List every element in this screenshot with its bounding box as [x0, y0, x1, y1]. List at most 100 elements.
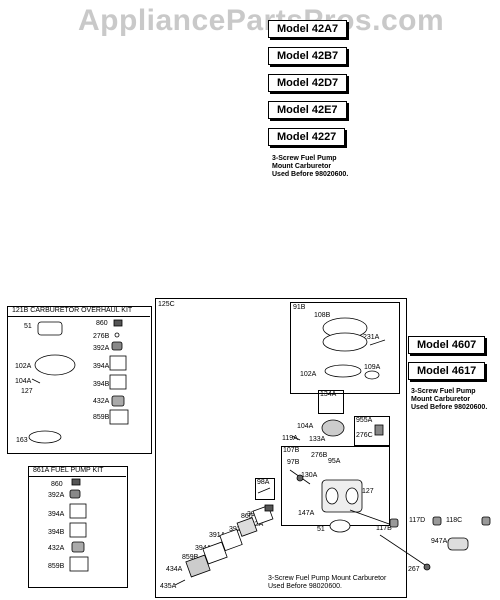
gasket-part — [324, 364, 362, 378]
part-label: 276B — [311, 452, 328, 459]
part-label: 130A — [301, 472, 318, 479]
pump-plate-part — [236, 517, 258, 537]
fitting-part — [432, 516, 442, 526]
screw-part — [174, 579, 186, 586]
part-label: 267 — [408, 566, 420, 573]
part-label: 860 — [51, 481, 63, 488]
part-label: 118C — [446, 517, 463, 524]
diaphragm-part — [109, 355, 127, 371]
part-label: 392A — [48, 492, 65, 499]
plate-part — [364, 370, 380, 380]
diaphragm-part — [109, 374, 127, 390]
part-label: 394A — [48, 511, 65, 518]
part-label: 163 — [16, 437, 28, 444]
spring-part — [264, 504, 274, 512]
main-assembly — [155, 298, 407, 598]
part-label: 91B — [293, 304, 306, 311]
cover-part — [69, 556, 89, 572]
subassembly-98a — [255, 478, 275, 500]
spring-part — [69, 489, 81, 499]
pump-plate-part — [202, 541, 228, 565]
subassembly-955a — [354, 416, 390, 446]
part-label: 97B — [287, 459, 300, 466]
part-label: 947A — [431, 538, 448, 545]
gasket-part — [28, 430, 62, 444]
diaphragm-part — [69, 522, 87, 538]
kit-title-bar — [28, 466, 126, 477]
part-label: 432A — [48, 545, 65, 552]
part-label: 147A — [298, 510, 315, 517]
kit-title: 861A FUEL PUMP KIT — [33, 467, 104, 474]
kit-title-bar — [7, 306, 150, 317]
line-part — [379, 534, 426, 566]
part-label: 391A — [209, 532, 226, 539]
spring-part — [113, 319, 123, 327]
part-label: 434A — [166, 566, 183, 573]
part-label: 394B — [48, 529, 65, 536]
spring-part — [111, 341, 123, 351]
part-label: 119A — [282, 435, 298, 442]
part-label: 109A — [364, 364, 381, 371]
screw-part — [291, 435, 301, 441]
model-label: Model 42A7 — [268, 20, 348, 38]
screw-part — [369, 339, 386, 346]
subassembly-91b — [290, 302, 400, 394]
spring-part — [111, 395, 125, 407]
fuel-pump-kit — [28, 466, 128, 588]
model-label: Model 42D7 — [268, 74, 348, 92]
part-label: 102A — [15, 363, 32, 370]
part-label: 51 — [24, 323, 32, 330]
part-label: 276B — [93, 333, 110, 340]
plug-part — [374, 424, 384, 436]
fuel-bowl-part — [322, 332, 368, 352]
part-label: 394B — [93, 381, 110, 388]
model-label: Model 4227 — [268, 128, 346, 146]
kit-title: 121B CARBURETOR OVERHAUL KIT — [12, 307, 133, 314]
part-label: 127 — [21, 388, 33, 395]
diaphragm-part — [34, 354, 76, 376]
screw-part — [257, 487, 271, 494]
oring-part — [114, 332, 120, 338]
spring-part — [71, 541, 85, 553]
part-label: 95A — [328, 458, 341, 465]
spring-part — [71, 478, 81, 486]
carburetor-overhaul-kit — [7, 306, 152, 454]
part-label: 127 — [362, 488, 374, 495]
diaphragm-part — [69, 503, 87, 519]
port-part — [345, 487, 359, 505]
part-label: 51 — [317, 526, 325, 533]
part-label: 394A — [93, 363, 110, 370]
part-label: 860 — [96, 320, 108, 327]
part-label: 859B — [93, 414, 110, 421]
part-label: 392A — [93, 345, 110, 352]
part-label: 432A — [247, 521, 264, 528]
bowl-part — [321, 419, 345, 437]
line-part — [349, 509, 393, 526]
pump-plate-part — [185, 554, 211, 578]
fitting-part — [423, 563, 431, 571]
part-label: 859B — [48, 563, 65, 570]
part-label: 432A — [93, 398, 110, 405]
assembly-label: 125C — [158, 301, 175, 308]
gasket-part — [37, 321, 63, 336]
fitting-part — [389, 518, 399, 528]
part-label: 98A — [257, 479, 270, 486]
screw-part — [31, 378, 41, 384]
lever-part — [296, 474, 304, 482]
model-label: Model 4617 — [408, 362, 486, 380]
part-label: 133A — [309, 436, 326, 443]
part-label: 859B — [182, 554, 199, 561]
model-label: Model 42B7 — [268, 47, 348, 65]
part-label: 102A — [300, 371, 317, 378]
port-part — [325, 487, 339, 505]
model-label: Model 42E7 — [268, 101, 347, 119]
part-label: 104A — [15, 378, 32, 385]
watermark: AppliancePartsPros.com — [78, 4, 445, 37]
part-label: 104A — [297, 423, 314, 430]
fitting-part — [481, 516, 491, 526]
part-label: 435A — [160, 583, 177, 590]
